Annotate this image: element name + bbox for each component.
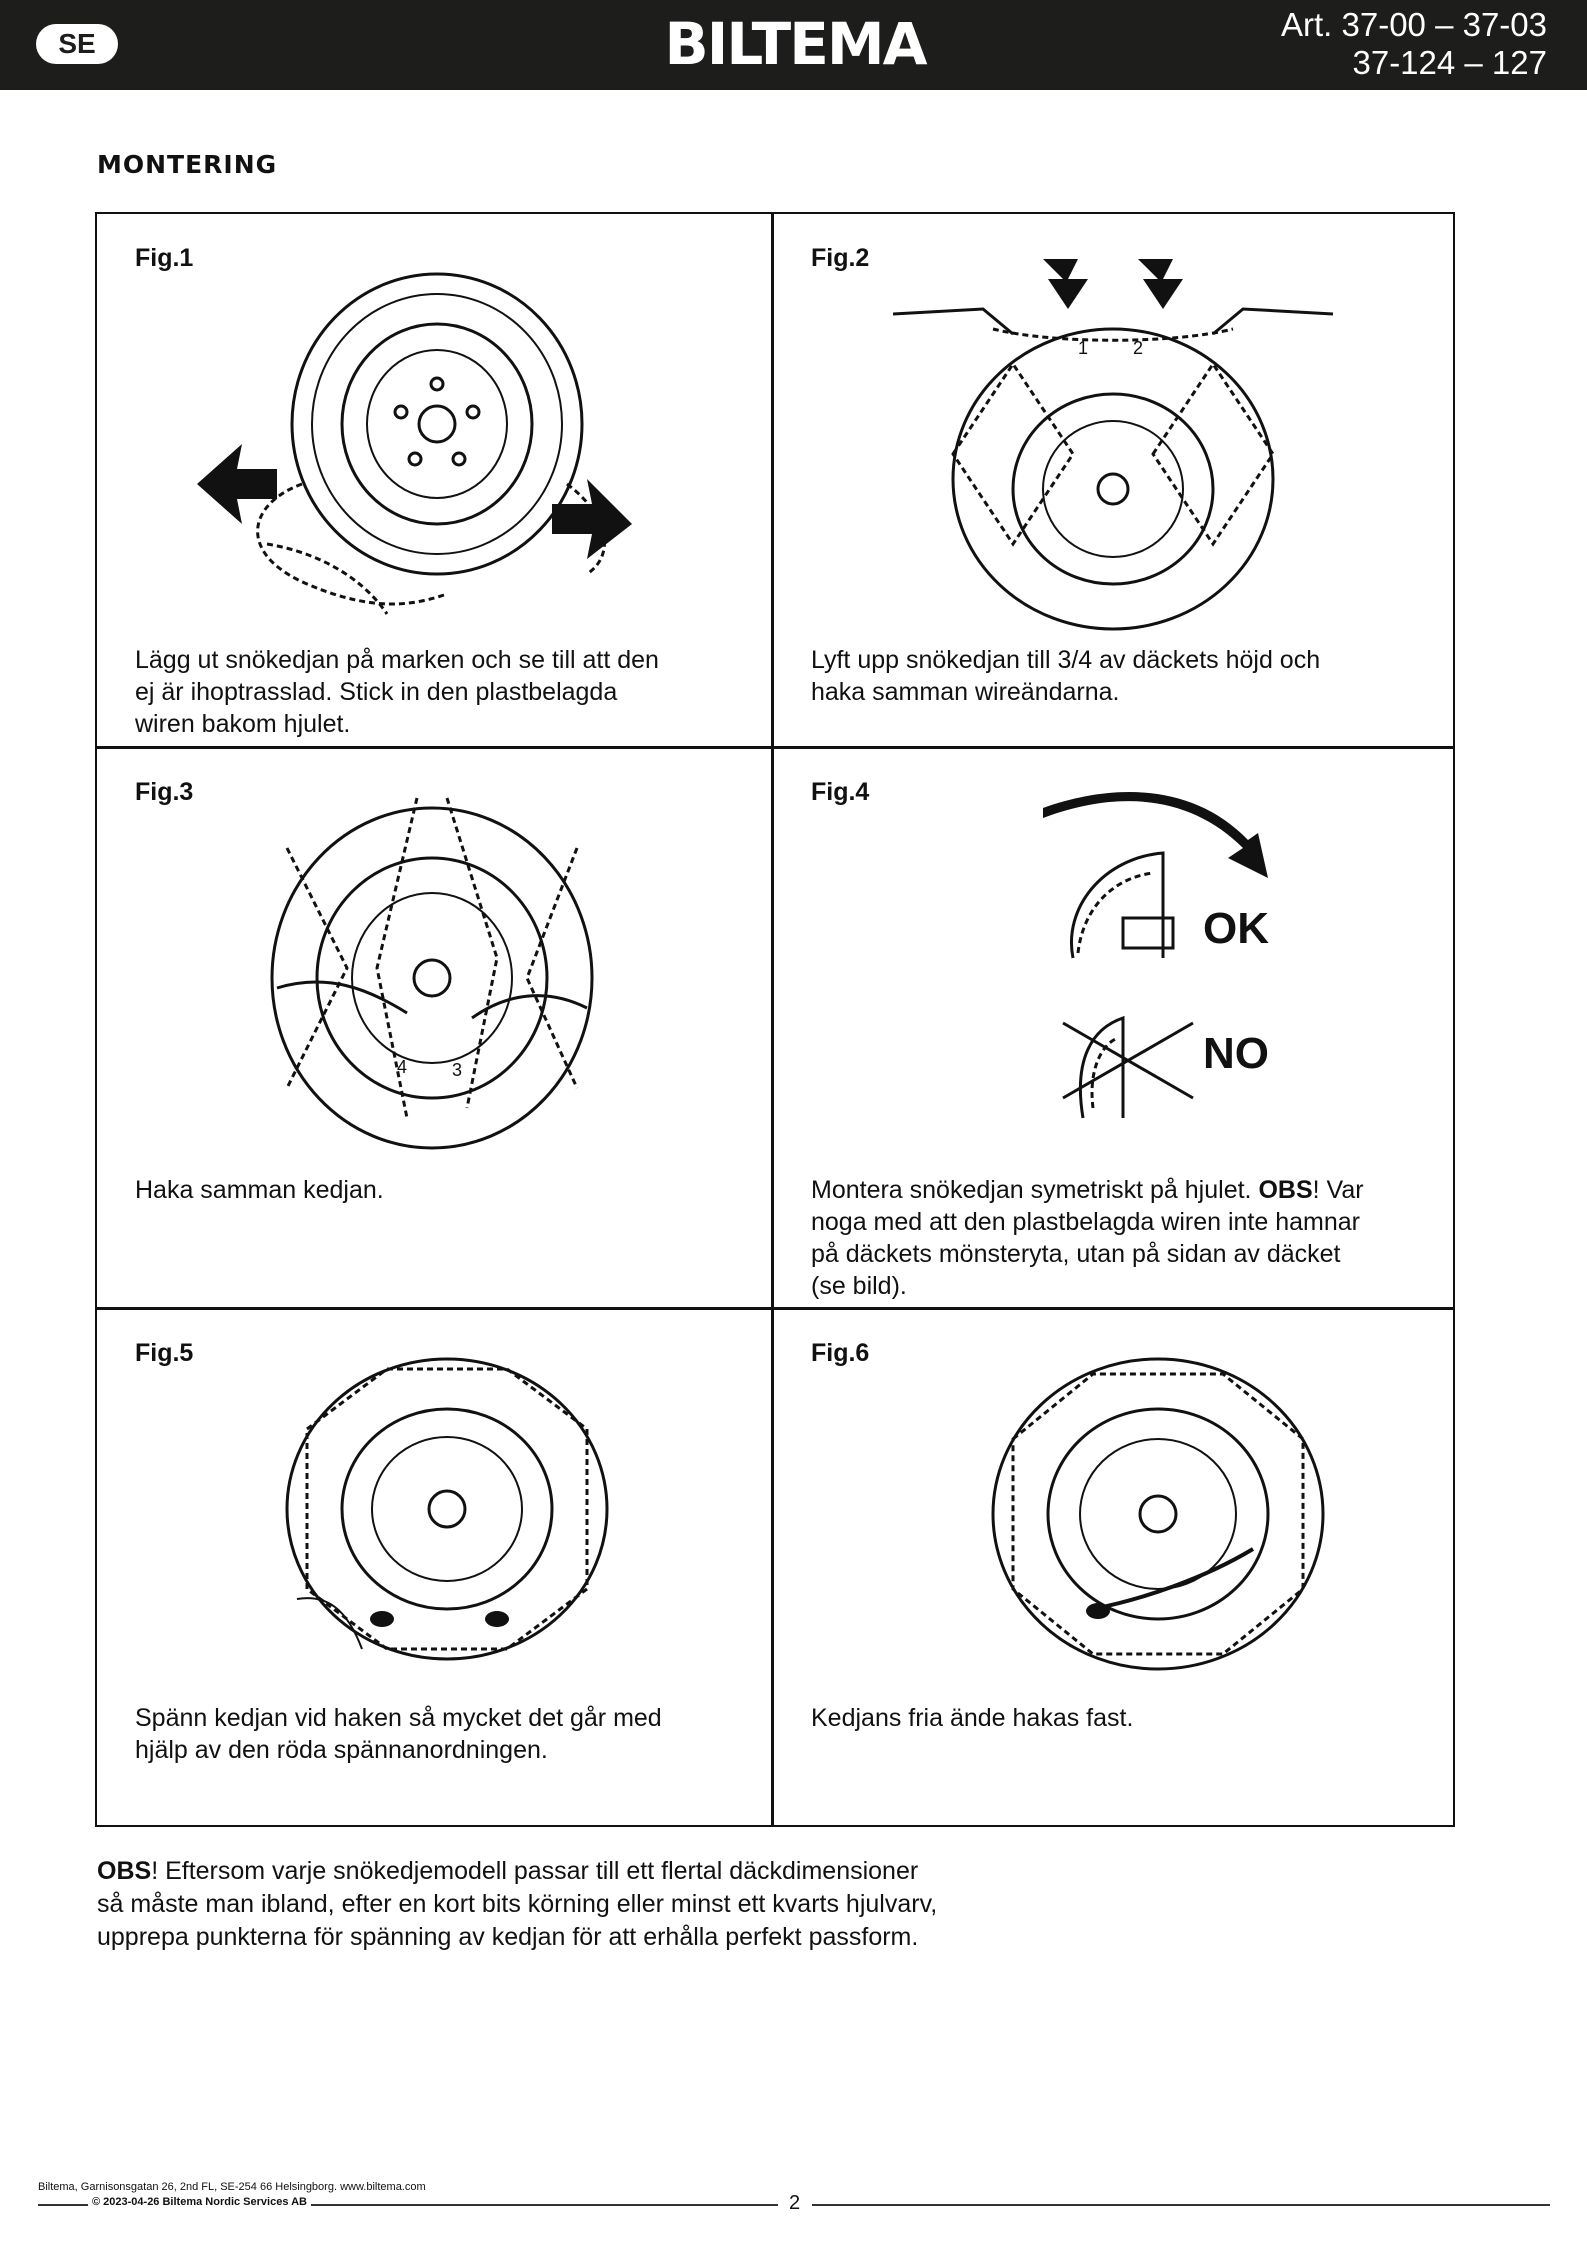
caption-line: Lyft upp snökedjan till 3/4 av däckets h… xyxy=(811,646,1321,674)
figure-cell-2: Fig.2 1 2 Lyft upp snökedjan till 3/4 av… xyxy=(773,214,1453,746)
grid-divider-vertical xyxy=(771,214,774,1825)
callout-2: 2 xyxy=(1133,338,1143,358)
footer-rule-left xyxy=(38,2204,778,2206)
callout-1: 1 xyxy=(1078,338,1088,358)
caption-line: wiren bakom hjulet. xyxy=(135,710,351,738)
grid-divider-row-1 xyxy=(97,746,1453,749)
figure-caption: Montera snökedjan symetriskt på hjulet. … xyxy=(811,1174,1411,1302)
figure-grid: Fig.1 Lägg ut snökedjan på marken och se… xyxy=(95,212,1455,1827)
caption-line: (se bild). xyxy=(811,1272,907,1300)
caption-line: Lägg ut snökedjan på marken och se till … xyxy=(135,646,659,674)
figure-label: Fig.6 xyxy=(811,1339,870,1367)
callout-4: 4 xyxy=(397,1057,407,1077)
footer-copyright: © 2023-04-26 Biltema Nordic Services AB xyxy=(88,2196,311,2208)
section-title: MONTERING xyxy=(97,150,278,179)
figure-caption: Lyft upp snökedjan till 3/4 av däckets h… xyxy=(811,644,1411,708)
footer-rule-right xyxy=(812,2204,1550,2206)
chain-fastened-illustration xyxy=(991,1357,1325,1671)
caption-line: Kedjans fria ände hakas fast. xyxy=(811,1704,1134,1732)
figure-caption: Lägg ut snökedjan på marken och se till … xyxy=(135,644,735,740)
article-number-line-1: Art. 37-00 – 37-03 xyxy=(1281,6,1547,43)
caption-line: ej är ihoptrasslad. Stick in den plastbe… xyxy=(135,678,618,706)
caption-line: hjälp av den röda spännanordningen. xyxy=(135,1736,548,1764)
caption-line: Haka samman kedjan. xyxy=(135,1176,384,1204)
chain-hook-illustration: 4 3 xyxy=(270,797,594,1150)
figure-label: Fig.1 xyxy=(135,244,194,272)
chain-lift-illustration: 1 2 xyxy=(893,259,1333,631)
caption-line: Montera snökedjan symetriskt på hjulet. … xyxy=(811,1176,1364,1204)
obs-note: OBS! Eftersom varje snökedjemodell passa… xyxy=(97,1855,1097,1954)
figure-label: Fig.5 xyxy=(135,1339,194,1367)
article-number-line-2: 37-124 – 127 xyxy=(1352,44,1547,81)
figure-cell-3: Fig.3 4 3 Haka samman kedjan. xyxy=(97,748,771,1307)
article-numbers: Art. 37-00 – 37-03 37-124 – 127 xyxy=(1281,6,1547,82)
caption-line: haka samman wireändarna. xyxy=(811,678,1120,706)
wheel-chain-illustration xyxy=(197,272,632,615)
note-line-2: så måste man ibland, efter en kort bits … xyxy=(97,1890,938,1918)
figure-cell-5: Fig.5 Spänn kedjan vid haken så mycket d… xyxy=(97,1309,771,1827)
no-label: NO xyxy=(1203,1029,1269,1078)
figure-label: Fig.4 xyxy=(811,778,870,806)
figure-caption: Spänn kedjan vid haken så mycket det går… xyxy=(135,1702,735,1766)
figure-caption: Kedjans fria ände hakas fast. xyxy=(811,1702,1411,1734)
figure-cell-6: Fig.6 Kedjans fria ände hakas fast. xyxy=(773,1309,1453,1827)
caption-line: Spänn kedjan vid haken så mycket det går… xyxy=(135,1704,662,1732)
note-line-3: upprepa punkterna för spänning av kedjan… xyxy=(97,1923,919,1951)
page-number: 2 xyxy=(783,2192,807,2215)
chain-tension-illustration xyxy=(285,1357,609,1661)
figure-label: Fig.3 xyxy=(135,778,194,806)
chain-placement-illustration: OK NO xyxy=(1043,792,1269,1119)
figure-cell-1: Fig.1 Lägg ut snökedjan på marken och se… xyxy=(97,214,771,746)
header-bar: SE BILTEMA Art. 37-00 – 37-03 37-124 – 1… xyxy=(0,0,1587,90)
brand-logo: BILTEMA xyxy=(664,10,928,78)
ok-label: OK xyxy=(1203,904,1269,953)
note-line-1: OBS! Eftersom varje snökedjemodell passa… xyxy=(97,1857,919,1885)
language-badge: SE xyxy=(36,24,118,64)
figure-caption: Haka samman kedjan. xyxy=(135,1174,735,1206)
footer-address: Biltema, Garnisonsgatan 26, 2nd FL, SE-2… xyxy=(38,2181,426,2193)
callout-3: 3 xyxy=(452,1060,462,1080)
caption-line: noga med att den plastbelagda wiren inte… xyxy=(811,1208,1360,1236)
grid-divider-row-2 xyxy=(97,1307,1453,1310)
caption-line: på däckets mönsteryta, utan på sidan av … xyxy=(811,1240,1341,1268)
figure-cell-4: Fig.4 OK NO Montera snökedjan symetriskt… xyxy=(773,748,1453,1307)
figure-label: Fig.2 xyxy=(811,244,870,272)
